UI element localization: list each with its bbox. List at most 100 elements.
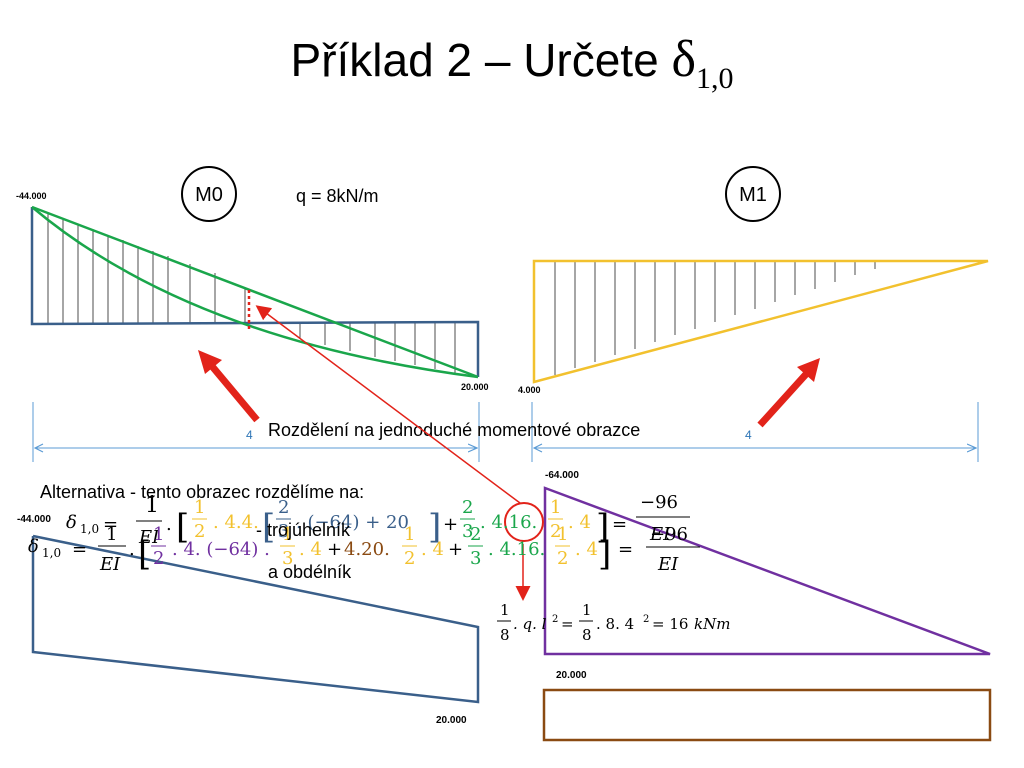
svg-text:1: 1 (145, 493, 159, 518)
svg-text:. 4. (−64) .: . 4. (−64) . (172, 539, 270, 560)
svg-text:+: + (448, 539, 463, 560)
m0-badge: M0 (181, 166, 237, 222)
title-subscript: 1,0 (695, 62, 734, 95)
svg-text:. (−64) + 20: . (−64) + 20 (296, 512, 409, 533)
svg-text:1,0: 1,0 (42, 546, 61, 560)
svg-text:2: 2 (643, 614, 649, 625)
eq1-result-num: −96 (640, 492, 678, 513)
svg-text:3: 3 (470, 548, 481, 569)
split-note: Rozdělení na jednoduché momentové obrazc… (268, 420, 640, 440)
svg-text:2: 2 (557, 548, 568, 569)
bottom-left-diagram: -44.000 20.000 (17, 514, 480, 726)
svg-text:. 4: . 4 (575, 539, 598, 560)
slide-title: Příklad 2 – Určete δ1,0 (0, 30, 1024, 96)
svg-text:. 4: . 4 (299, 539, 322, 560)
svg-text:[: [ (262, 507, 275, 547)
dim-left-label: 4 (246, 428, 253, 442)
svg-text:+: + (327, 539, 342, 560)
eq1-result-den: EI (649, 524, 671, 545)
svg-text:4.20.: 4.20. (344, 539, 390, 560)
purple-bottom-value: 20.000 (556, 670, 587, 681)
svg-text:1: 1 (282, 524, 293, 545)
pointer-line (255, 305, 521, 504)
m0-diagram: -44.000 20.000 (16, 191, 489, 392)
svg-text:8: 8 (582, 626, 592, 644)
svg-text:. 8. 4: . 8. 4 (596, 615, 634, 633)
bottom-left-top-value: -44.000 (17, 514, 51, 525)
part1-text: - trojúhelník (256, 520, 351, 540)
svg-text:. 4.16.: . 4.16. (488, 539, 545, 560)
red-arrow-right-head (797, 358, 820, 382)
svg-text:= 16: = 16 (652, 615, 688, 633)
svg-text:=: = (618, 539, 633, 560)
svg-text:2: 2 (550, 521, 561, 542)
m0-right-value: 20.000 (461, 382, 489, 392)
svg-text:. 4.16.: . 4.16. (480, 512, 537, 533)
svg-text:]: ] (596, 507, 609, 547)
svg-text:2: 2 (462, 497, 473, 518)
equation-2: δ 1,0 = 1 EI . [ 1 2 . 4. (−64) . 1 3 . … (28, 524, 700, 575)
alternative-text: Alternativa - tento obrazec rozdělíme na… (40, 482, 364, 502)
svg-text:+: + (443, 514, 458, 535)
highlight-circle (504, 502, 544, 542)
svg-text:1: 1 (153, 524, 164, 545)
svg-text:. 4.4.: . 4.4. (213, 512, 259, 533)
m0-left-value: -44.000 (16, 191, 47, 201)
svg-text:δ: δ (66, 512, 77, 533)
svg-text:2: 2 (552, 614, 558, 625)
svg-text:1: 1 (194, 497, 205, 518)
svg-text:.: . (129, 539, 135, 560)
svg-text:1: 1 (557, 524, 568, 545)
svg-text:=: = (561, 615, 574, 633)
m1-badge: M1 (725, 166, 781, 222)
svg-text:8: 8 (500, 626, 510, 644)
svg-text:δ: δ (28, 536, 39, 557)
m1-diagram: 4.000 (518, 259, 989, 395)
dim-right-label: 4 (745, 428, 752, 442)
purple-triangle: -64.000 20.000 (543, 470, 991, 681)
red-arrow-right (757, 369, 811, 428)
svg-text:kNm: kNm (694, 615, 730, 633)
svg-text:[: [ (138, 534, 151, 574)
equation-1: δ 1,0 = 1 EI . [ 1 2 . 4.4. [ 2 3 . (−64… (66, 492, 690, 548)
result-box (542, 688, 992, 742)
svg-text:=: = (103, 514, 118, 535)
svg-text:[: [ (176, 507, 189, 547)
red-arrow-left-head (198, 350, 222, 374)
svg-text:]: ] (428, 507, 441, 547)
svg-text:3: 3 (462, 521, 473, 542)
svg-text:. 4: . 4 (568, 512, 591, 533)
svg-text:2: 2 (404, 548, 415, 569)
svg-text:. q. l: . q. l (513, 615, 547, 633)
eq2-result-num: −96 (650, 524, 688, 545)
svg-text:.: . (166, 514, 172, 535)
svg-text:EI: EI (138, 527, 160, 548)
purple-top-value: -64.000 (545, 470, 579, 481)
svg-text:1: 1 (404, 524, 415, 545)
parabola-peak-formula: 1 8 . q. l 2 = 1 8 . 8. 4 2 = 16 kNm (497, 601, 730, 644)
svg-text:1: 1 (582, 601, 592, 619)
dimension-lines: 4 4 (32, 402, 979, 462)
bottom-left-bottom-value: 20.000 (436, 715, 467, 726)
svg-text:2: 2 (470, 524, 481, 545)
title-delta-symbol: δ (671, 31, 696, 88)
part2-text: a obdélník (268, 562, 352, 582)
svg-text:]: ] (598, 534, 611, 574)
svg-text:1,0: 1,0 (80, 522, 99, 536)
svg-text:=: = (612, 514, 627, 535)
m1-value: 4.000 (518, 385, 541, 395)
svg-text:1: 1 (550, 497, 561, 518)
svg-text:2: 2 (278, 497, 289, 518)
svg-text:1: 1 (106, 524, 117, 545)
load-label: q = 8kN/m (296, 186, 379, 206)
red-arrow-left (208, 362, 260, 423)
title-text: Příklad 2 – Určete (290, 34, 672, 86)
svg-text:1: 1 (500, 601, 510, 619)
eq2-result-den: EI (657, 554, 679, 575)
m0-label: M0 (195, 184, 223, 206)
m1-label: M1 (739, 184, 767, 206)
svg-text:. 4: . 4 (421, 539, 444, 560)
svg-text:2: 2 (153, 548, 164, 569)
svg-text:EI: EI (99, 554, 121, 575)
svg-text:=: = (72, 539, 87, 560)
